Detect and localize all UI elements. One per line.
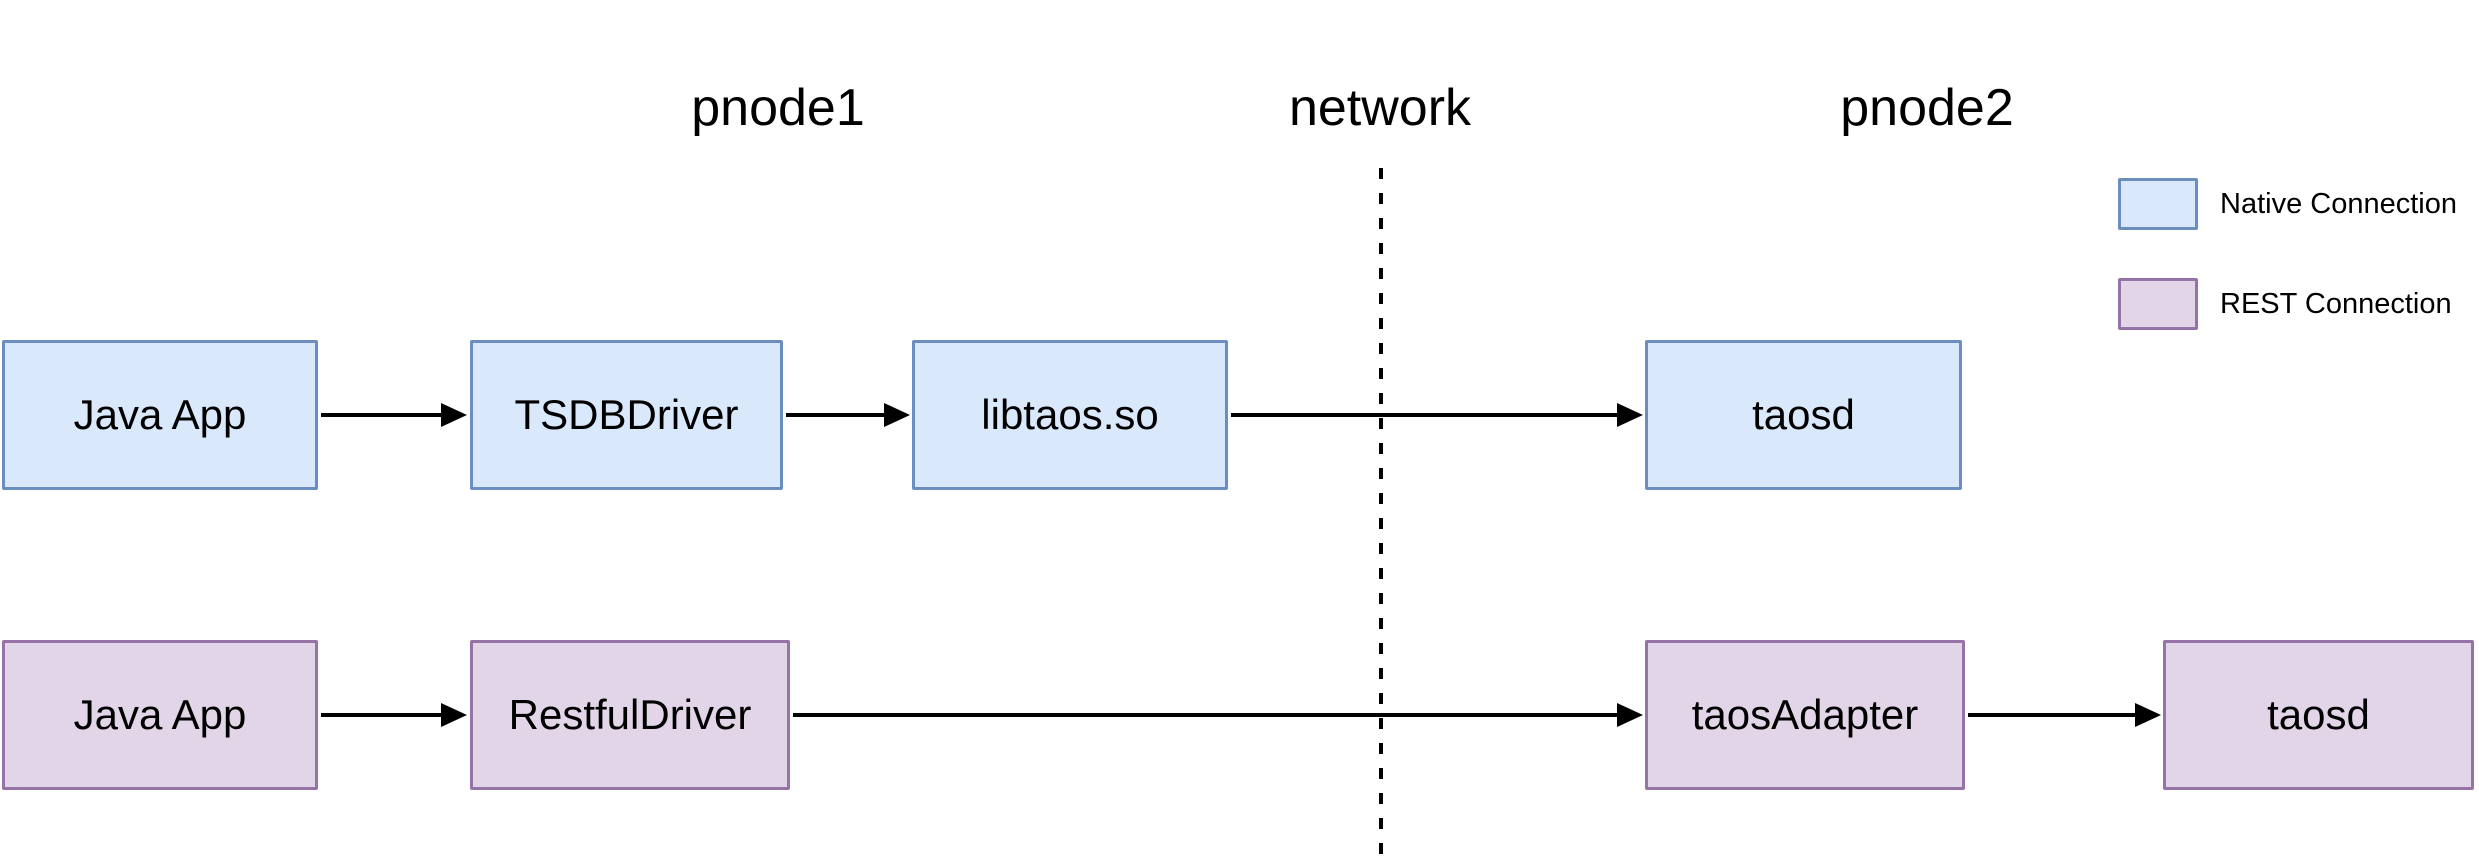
- legend-swatch-native-icon: [2118, 178, 2198, 230]
- legend-item-rest-connection: REST Connection: [2118, 278, 2452, 330]
- arrow-shaft: [1968, 713, 2141, 717]
- legend-label-rest: REST Connection: [2220, 287, 2452, 320]
- arrow-libtaos-so-to-taosd: [1231, 403, 1643, 427]
- node-label: libtaos.so: [981, 391, 1159, 438]
- arrow-shaft: [321, 413, 447, 417]
- arrow-shaft: [321, 713, 447, 717]
- node-libtaos-so: libtaos.so: [912, 340, 1228, 490]
- node-taosd-rest: taosd: [2163, 640, 2474, 790]
- arrow-tsdbdriver-to-libtaos-so: [786, 403, 910, 427]
- arrow-head-icon: [1617, 403, 1643, 427]
- arrow-java-app-to-restfuldriver: [321, 703, 467, 727]
- zone-title-pnode1: pnode1: [691, 79, 865, 137]
- arrow-shaft: [1231, 413, 1623, 417]
- zone-title-network: network: [1288, 79, 1472, 137]
- node-label: TSDBDriver: [514, 391, 739, 438]
- arrow-taosadapter-to-taosd: [1968, 703, 2161, 727]
- node-java-app-native: Java App: [2, 340, 318, 490]
- arrow-restfuldriver-to-taosadapter: [793, 703, 1643, 727]
- arrow-head-icon: [441, 403, 467, 427]
- node-label: RestfulDriver: [508, 691, 752, 738]
- node-taosd-native: taosd: [1645, 340, 1962, 490]
- node-java-app-rest: Java App: [2, 640, 318, 790]
- node-tsdbdriver: TSDBDriver: [470, 340, 783, 490]
- arrow-shaft: [786, 413, 890, 417]
- arrow-head-icon: [884, 403, 910, 427]
- node-label: Java App: [73, 691, 247, 738]
- arrow-head-icon: [441, 703, 467, 727]
- node-restfuldriver: RestfulDriver: [470, 640, 790, 790]
- node-label: taosd: [2267, 691, 2370, 738]
- network-boundary-dashed-line: [1379, 168, 1383, 865]
- arrow-java-app-to-tsdbdriver: [321, 403, 467, 427]
- legend-label-native: Native Connection: [2220, 187, 2457, 220]
- zone-title-pnode2: pnode2: [1840, 79, 2014, 137]
- legend-swatch-rest-icon: [2118, 278, 2198, 330]
- legend-item-native-connection: Native Connection: [2118, 178, 2457, 230]
- node-label: taosd: [1752, 391, 1855, 438]
- node-taosadapter: taosAdapter: [1645, 640, 1965, 790]
- node-label: taosAdapter: [1691, 691, 1919, 738]
- arrow-head-icon: [1617, 703, 1643, 727]
- arrow-head-icon: [2135, 703, 2161, 727]
- node-label: Java App: [73, 391, 247, 438]
- arrow-shaft: [793, 713, 1623, 717]
